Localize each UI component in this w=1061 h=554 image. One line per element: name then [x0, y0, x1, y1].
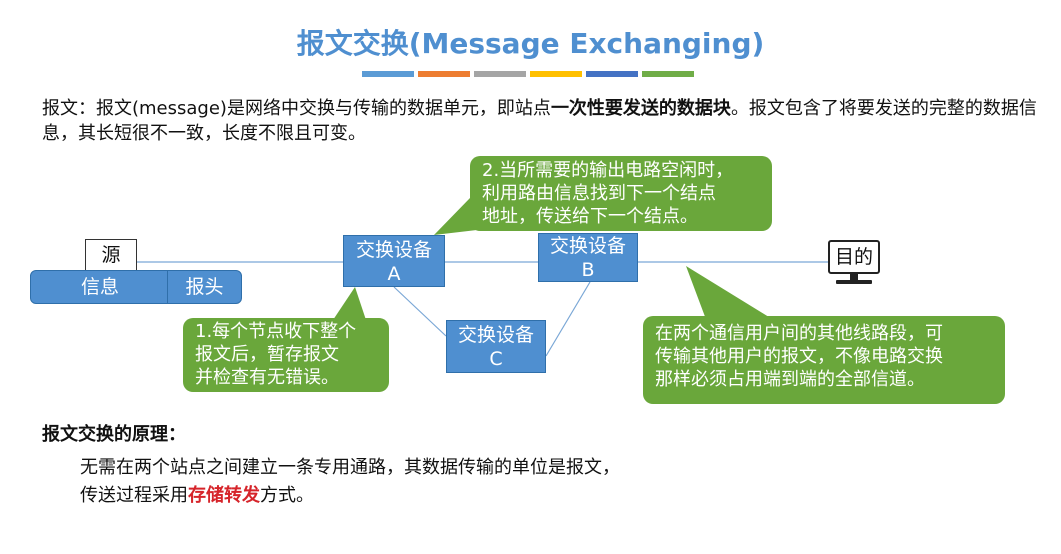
principle-text-1: 无需在两个站点之间建立一条专用通路，其数据传输的单位是报文，传送过程采用	[80, 457, 620, 506]
stripe-1	[362, 71, 414, 77]
message-header-segment: 报头	[167, 270, 242, 304]
intro-paragraph: 报文：报文(message)是网络中交换与传输的数据单元，即站点一次性要发送的数…	[42, 96, 1042, 146]
callout-forward: 2.当所需要的输出电路空闲时， 利用路由信息找到下一个结点 地址，传送给下一个结…	[470, 156, 772, 231]
principle-text: 无需在两个站点之间建立一条专用通路，其数据传输的单位是报文，传送过程采用存储转发…	[80, 454, 620, 510]
principle-heading: 报文交换的原理：	[42, 424, 186, 445]
node-c-id: C	[489, 348, 503, 370]
message-info-label: 信息	[80, 276, 119, 298]
callout2-line-3: 地址，传送给下一个结点。	[482, 206, 698, 227]
callout3-pointer	[686, 266, 790, 330]
principle-emphasis: 存储转发	[188, 485, 260, 506]
stripe-2	[418, 71, 470, 77]
callout1-line-3: 并检查有无错误。	[195, 367, 339, 388]
principle-text-2: 方式。	[260, 485, 314, 506]
callout2-line-2: 利用路由信息找到下一个结点	[482, 183, 716, 204]
switch-node-a: 交换设备 A	[343, 235, 445, 287]
node-a-label: 交换设备	[355, 239, 432, 261]
source-label: 源	[101, 244, 121, 266]
switch-node-c: 交换设备 C	[446, 320, 546, 373]
callout1-line-2: 报文后，暂存报文	[195, 344, 339, 365]
stripe-5	[586, 71, 638, 77]
monitor-stand-icon	[836, 274, 872, 284]
message-header-label: 报头	[185, 276, 224, 298]
stripe-3	[474, 71, 526, 77]
callout3-line-2: 传输其他用户的报文，不像电路交换	[655, 346, 943, 367]
intro-text-1: 报文：报文(message)是网络中交换与传输的数据单元，即站点	[42, 98, 551, 119]
stripe-4	[530, 71, 582, 77]
node-b-id: B	[581, 259, 595, 281]
source-box: 源	[85, 239, 137, 271]
intro-emphasis: 一次性要发送的数据块	[550, 98, 731, 119]
callout3-line-3: 那样必须占用端到端的全部信道。	[655, 369, 925, 390]
node-a-id: A	[387, 263, 401, 285]
line-a-c	[393, 286, 447, 337]
callout2-line-1: 2.当所需要的输出电路空闲时，	[482, 160, 734, 181]
page-title: 报文交换(Message Exchanging)	[296, 27, 765, 60]
callout1-line-1: 1.每个节点收下整个	[195, 321, 357, 342]
callout3-line-1: 在两个通信用户间的其他线路段，可	[655, 323, 943, 344]
destination-label: 目的	[834, 246, 873, 268]
node-b-label: 交换设备	[549, 235, 626, 257]
callout-shared-links: 在两个通信用户间的其他线路段，可 传输其他用户的报文，不像电路交换 那样必须占用…	[643, 316, 1005, 404]
message-info-segment: 信息	[30, 270, 170, 304]
line-b-c	[545, 281, 591, 357]
intro-text-2: 。报文包含了将要发送的完整的数据信息，其长短很不一致，长度不限且可变。	[42, 98, 1037, 144]
stripe-6	[642, 71, 694, 77]
node-c-label: 交换设备	[457, 324, 534, 346]
monitor-icon: 目的	[828, 240, 880, 274]
switch-node-b: 交换设备 B	[538, 233, 638, 282]
callout-store-check: 1.每个节点收下整个 报文后，暂存报文 并检查有无错误。	[183, 318, 389, 392]
